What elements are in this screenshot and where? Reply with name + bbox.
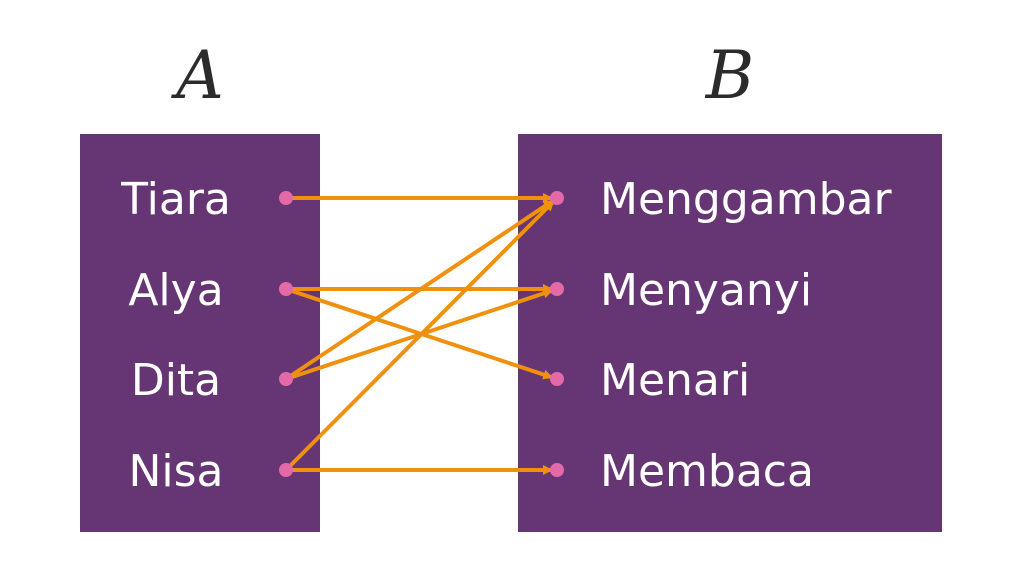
set-b-title: B [705, 37, 755, 114]
set-b-dot-menari [550, 372, 564, 386]
set-a-title: A [170, 37, 224, 114]
arrow-nisa-to-menggambar [284, 200, 555, 472]
set-b-dot-menyanyi [550, 282, 564, 296]
set-a-item-nisa: Nisa [128, 446, 223, 497]
set-a-item-tiara: Tiara [120, 174, 231, 225]
set-a-dot-tiara [279, 191, 293, 205]
member-dots [279, 191, 564, 477]
set-b-item-menggambar: Menggambar [600, 174, 892, 225]
set-b-item-menari: Menari [600, 355, 750, 406]
set-a-item-alya: Alya [128, 265, 223, 316]
arrow-dita-to-menggambar [284, 199, 555, 381]
set-b-dot-membaca [550, 463, 564, 477]
set-a-dot-alya [279, 282, 293, 296]
set-b-item-menyanyi: Menyanyi [600, 265, 812, 316]
set-b-box [518, 134, 942, 532]
set-a-dot-nisa [279, 463, 293, 477]
set-b-item-membaca: Membaca [600, 446, 814, 497]
relation-arrows [284, 193, 555, 475]
set-a-dot-dita [279, 372, 293, 386]
set-a-item-dita: Dita [131, 355, 221, 406]
set-b-dot-menggambar [550, 191, 564, 205]
